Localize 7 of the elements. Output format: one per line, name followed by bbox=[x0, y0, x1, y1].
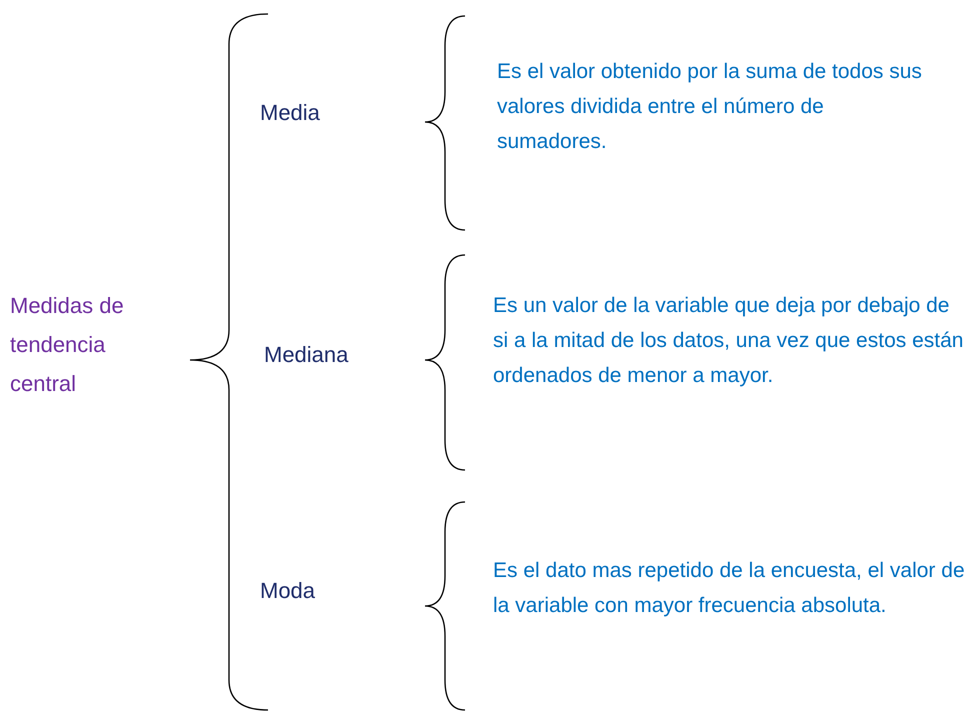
term-text: Moda bbox=[260, 576, 380, 606]
definition-text: Es el valor obtenido por la suma de todos sus valores dividida entre el número de sumadores. bbox=[497, 54, 937, 159]
definition-text: Es un valor de la variable que deja por debajo de si a la mitad de los datos, una vez que estos están ordenados de menor a mayor. bbox=[493, 288, 965, 393]
definition-text: Es el dato mas repetido de la encuesta, el valor de la variable con mayor frecuencia absoluta. bbox=[493, 553, 965, 623]
topic-text: Medidas de tendencia central bbox=[10, 286, 160, 403]
term-text: Media bbox=[260, 98, 380, 128]
term-text: Mediana bbox=[264, 340, 404, 370]
